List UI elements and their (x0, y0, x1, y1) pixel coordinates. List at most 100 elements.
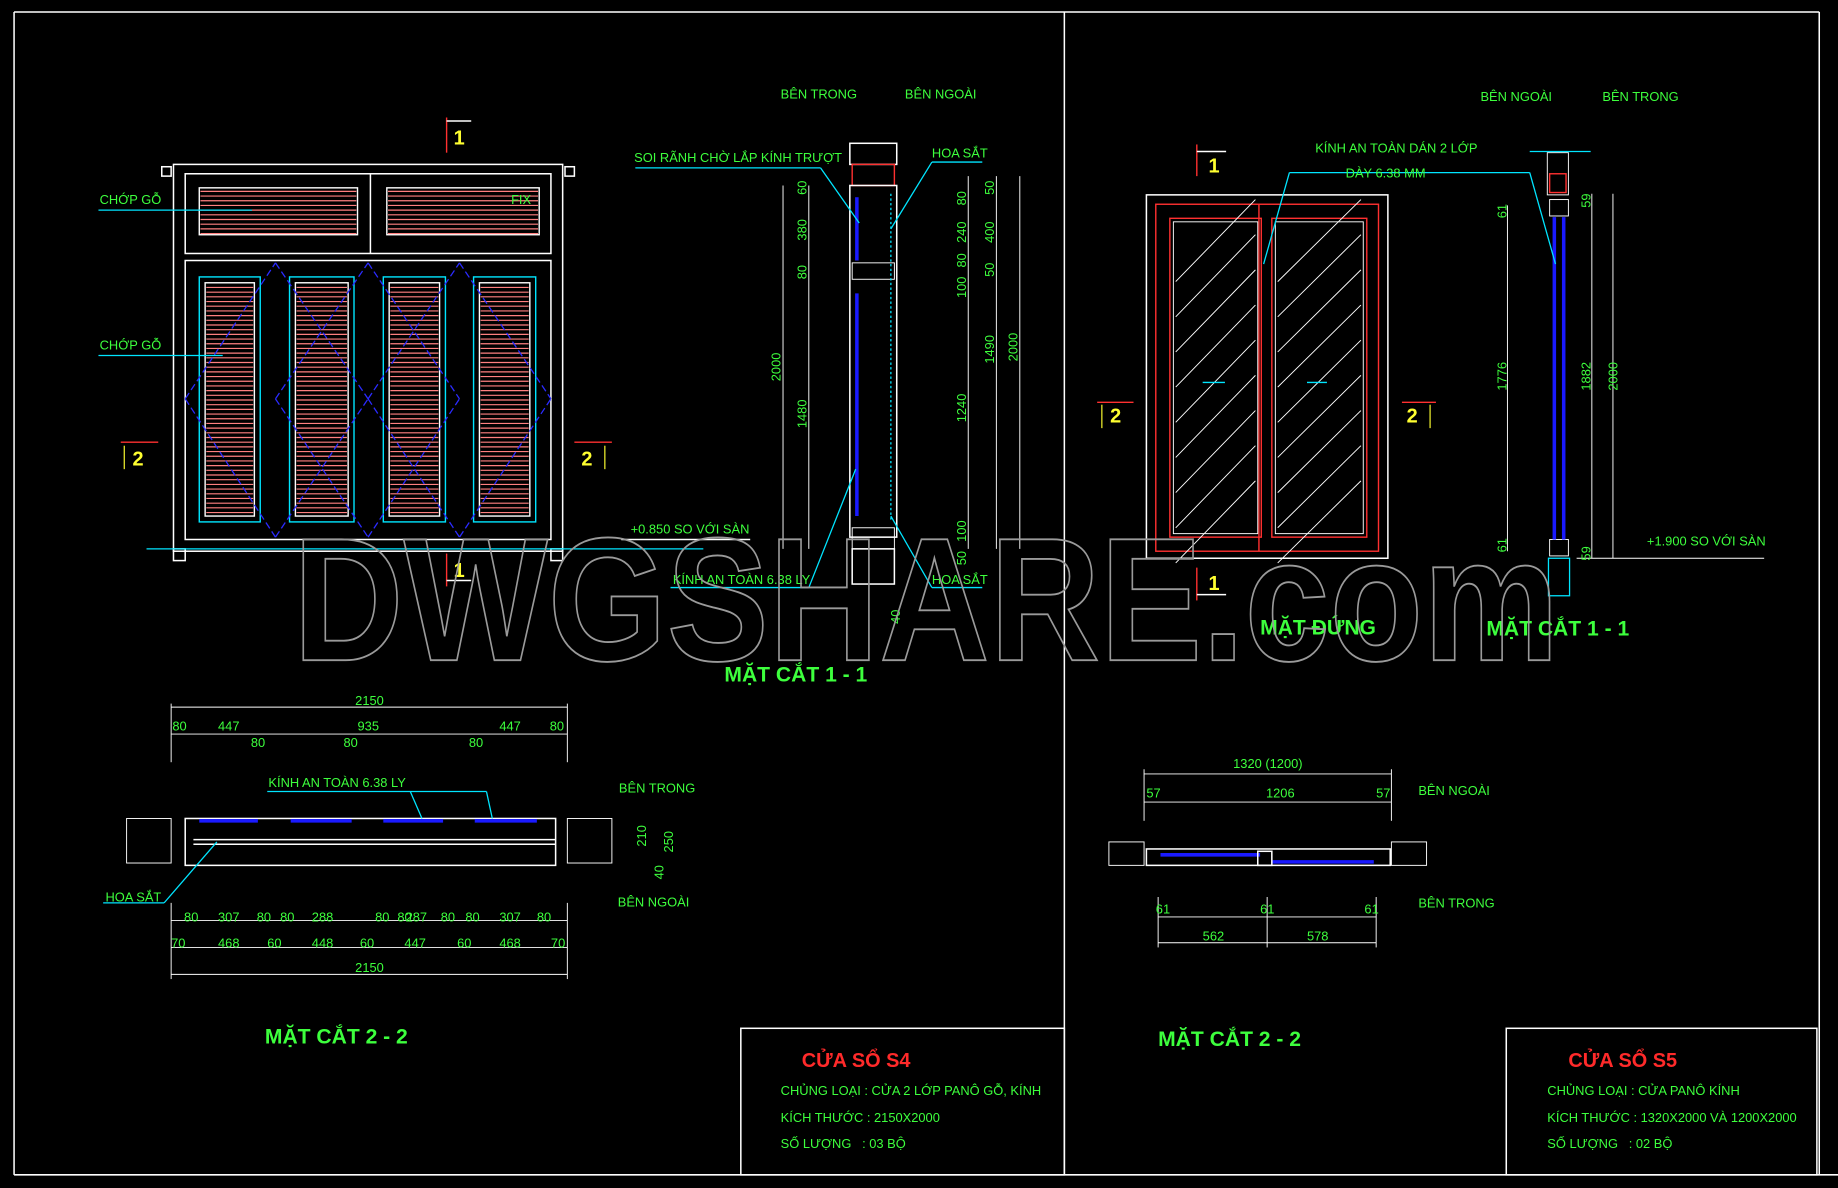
dimension-label: 468 (499, 935, 520, 950)
dimension-label: 60 (360, 935, 374, 950)
dimension-label: 60 (267, 935, 281, 950)
dimension-label: 448 (312, 935, 333, 950)
dimension-label: 80 (537, 910, 551, 925)
s5-elevation: 1 1 2 2 MẶT ĐỨNG (1097, 144, 1436, 639)
svg-text:HOA SẮT: HOA SẮT (932, 572, 988, 587)
svg-text:2000: 2000 (1606, 362, 1621, 391)
louver-label-bottom: CHỚP GỖ (100, 338, 162, 353)
glass-hatch (1277, 375, 1362, 458)
svg-text:BÊN NGOÀI: BÊN NGOÀI (1418, 783, 1490, 798)
svg-text:HOA SẮT: HOA SẮT (105, 890, 161, 905)
dimension-label: 60 (457, 935, 471, 950)
s5-section-2-2: 1320 (1200) 57 1206 57 BÊN NGOÀI BÊN TRO… (1108, 756, 1495, 1051)
s4-section-1-1: BÊN TRONG BÊN NGOÀI SOI RÃNH CHỜ LẮP KÍN… (621, 87, 1020, 686)
svg-text:59: 59 (1579, 546, 1594, 560)
louver-leaf (198, 187, 359, 236)
svg-text:578: 578 (1307, 928, 1328, 943)
svg-text:50: 50 (982, 263, 997, 277)
dimension-label: 288 (312, 910, 333, 925)
svg-text:50: 50 (954, 551, 969, 565)
s5-mark-1-top: 1 (1196, 144, 1227, 178)
svg-text:BÊN NGOÀI: BÊN NGOÀI (618, 894, 690, 909)
svg-text:2000: 2000 (769, 353, 784, 382)
s5-mark-2-right: 2 (1401, 401, 1436, 429)
section-mark-2-right: 2 (574, 441, 612, 471)
dimension-label: 80 (397, 910, 411, 925)
dimension-label: 468 (218, 935, 239, 950)
s5-section-2-2-title: MẶT CẮT 2 - 2 (1158, 1027, 1301, 1051)
svg-text:SỐ LƯỢNG : 02 BỘ: SỐ LƯỢNG : 02 BỘ (1547, 1136, 1672, 1151)
glass-hatch (1175, 375, 1256, 458)
s5-title-block: CỬA SỔ S5 CHỦNG LOẠI : CỬA PANÔ KÍNH KÍC… (1505, 1027, 1818, 1176)
opening-swing-line (274, 398, 369, 538)
glass-hatch (1175, 410, 1256, 493)
svg-text:40: 40 (888, 610, 903, 624)
svg-text:50: 50 (982, 181, 997, 195)
glass-hatch (1277, 339, 1362, 423)
opening-swing-line (274, 398, 369, 538)
svg-text:1320 (1200): 1320 (1200) (1233, 756, 1302, 771)
dimension-label: 307 (218, 910, 239, 925)
section-mark-1-top: 1 (445, 117, 472, 153)
s4-title-block: CỬA SỔ S4 CHỦNG LOẠI : CỬA 2 LỚP PANÔ GỖ… (740, 1027, 1066, 1176)
svg-text:SOI RÃNH CHỜ LẮP KÍNH TRƯỢT: SOI RÃNH CHỜ LẮP KÍNH TRƯỢT (634, 150, 842, 165)
dimension-label: 287 (406, 910, 427, 925)
svg-text:100: 100 (954, 520, 969, 541)
watermark-logo: DWGSHARE.com (293, 502, 1559, 698)
svg-text:1882: 1882 (1579, 362, 1594, 391)
louver-leaf (472, 276, 537, 523)
s5-mark-2-left: 2 (1097, 401, 1134, 429)
svg-text:CỬA SỔ S5: CỬA SỔ S5 (1568, 1048, 1677, 1072)
svg-text:80: 80 (172, 719, 186, 734)
s5-elevation-title: MẶT ĐỨNG (1260, 615, 1376, 639)
svg-text:2: 2 (1407, 405, 1418, 427)
dimension-label: 80 (441, 910, 455, 925)
s4-section-2-2-title: MẶT CẮT 2 - 2 (265, 1025, 408, 1049)
glass-hatch (1277, 269, 1362, 353)
svg-text:1: 1 (1209, 156, 1220, 178)
svg-text:+1.900 SO VỚI SÀN: +1.900 SO VỚI SÀN (1647, 533, 1766, 548)
svg-text:2: 2 (581, 449, 592, 471)
svg-text:250: 250 (661, 831, 676, 852)
svg-text:100: 100 (954, 277, 969, 298)
glass-hatch (1277, 480, 1362, 564)
dimension-label: 80 (375, 910, 389, 925)
opening-swing-line (367, 398, 461, 538)
svg-text:562: 562 (1203, 928, 1224, 943)
svg-text:+0.850 SO VỚI SÀN: +0.850 SO VỚI SÀN (631, 522, 750, 537)
svg-text:KÍNH AN TOÀN DÁN 2 LỚP: KÍNH AN TOÀN DÁN 2 LỚP (1315, 141, 1477, 156)
svg-text:210: 210 (634, 825, 649, 846)
svg-text:61: 61 (1156, 901, 1170, 916)
svg-text:BÊN NGOÀI: BÊN NGOÀI (905, 87, 977, 102)
svg-text:CHỦNG LOẠI : CỬA 2 LỚP PANÔ GỖ: CHỦNG LOẠI : CỬA 2 LỚP PANÔ GỖ, KÍNH (781, 1083, 1042, 1098)
svg-text:400: 400 (982, 221, 997, 242)
svg-text:HOA SẮT: HOA SẮT (932, 145, 988, 160)
svg-text:80: 80 (550, 719, 564, 734)
fix-label: FIX (511, 192, 531, 207)
svg-text:1776: 1776 (1494, 362, 1509, 391)
svg-text:80: 80 (794, 265, 809, 279)
glass-hatch (1175, 304, 1256, 388)
s5-section-1-1: BÊN NGOÀI BÊN TRONG KÍNH AN TOÀN DÁN 2 L… (1263, 89, 1766, 641)
svg-text:DÀY 6.38 MM: DÀY 6.38 MM (1346, 165, 1426, 180)
opening-swing-line (184, 398, 277, 538)
louver-leaf (204, 282, 256, 517)
svg-text:61: 61 (1494, 538, 1509, 552)
glass-hatch (1175, 445, 1256, 529)
louver-leaf (294, 282, 349, 517)
glass-hatch (1277, 410, 1362, 493)
svg-text:61: 61 (1260, 901, 1274, 916)
louver-leaf (386, 187, 540, 236)
svg-text:40: 40 (651, 865, 666, 879)
svg-text:KÍCH THƯỚC : 2150X2000: KÍCH THƯỚC : 2150X2000 (781, 1110, 940, 1125)
glass-hatch (1277, 304, 1362, 388)
opening-swing-line (458, 398, 552, 538)
svg-text:80: 80 (954, 191, 969, 205)
svg-text:1480: 1480 (794, 399, 809, 428)
dimension-label: 447 (404, 935, 425, 950)
svg-text:1: 1 (454, 560, 465, 582)
dimension-label: 70 (171, 935, 185, 950)
svg-text:80: 80 (343, 735, 357, 750)
svg-text:2150: 2150 (355, 693, 384, 708)
